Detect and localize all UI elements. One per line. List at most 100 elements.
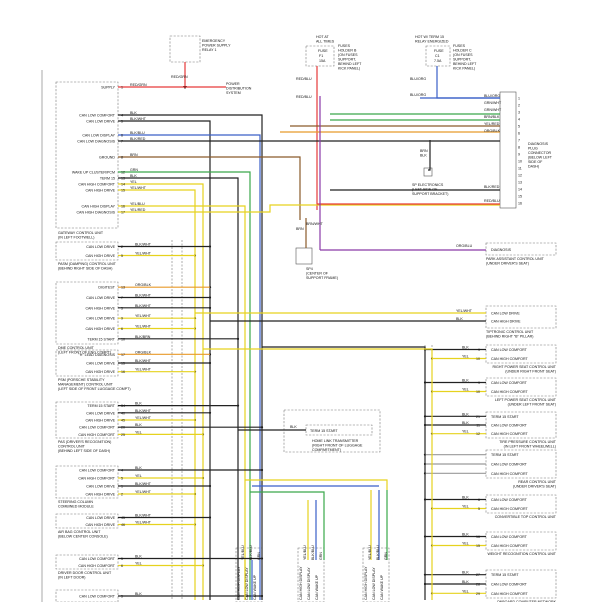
left-control-unit-box <box>55 465 119 499</box>
park-assistant-title: PARK ASSISTANT CONTROL UNIT <box>486 257 545 261</box>
diagnosis-pin-number: 16 <box>518 202 522 206</box>
left-unit-pin-label: CAN LOW COMFORT <box>79 469 116 473</box>
diagnosis-pin-number: 6 <box>518 132 520 136</box>
fuse-f1-box <box>305 45 335 67</box>
wake-up-wire <box>118 171 251 600</box>
right-unit-pin-number: 10 <box>476 390 480 394</box>
fuse-note: FUSES <box>453 44 466 48</box>
diagnosis-pin-number: 9 <box>518 153 520 157</box>
right-unit-pin-number: 6 <box>478 498 480 502</box>
left-unit-pin-number: 25 <box>121 433 125 437</box>
left-unit-wire-color: BLK/WHT <box>135 514 152 518</box>
right-unit-wire-color: YEL <box>462 355 469 359</box>
comfort-low-right-bus <box>262 346 426 600</box>
right-unit-pin-label: TERM 15 START <box>491 453 519 457</box>
right-unit-pin-number: 29 <box>476 592 480 596</box>
diagnosis-pin-number: 13 <box>518 181 522 185</box>
right-unit-pin-number: 21 <box>476 415 480 419</box>
bottom-pin-label: CAN WAKE UP <box>253 574 257 600</box>
right-unit-pin-number: 16 <box>476 535 480 539</box>
right-unit-title: (UNDER DRIVER'S SEAT) <box>513 485 556 489</box>
left-unit-pin-label: CAN LOW DRIVE <box>86 516 115 520</box>
right-unit-wire-color: BLK <box>462 346 469 350</box>
left-unit-wire-color: BLK/WHT <box>135 304 152 308</box>
tiptronic-pin-label: CAN LOW DRIVE <box>491 312 520 316</box>
left-unit-pin-number: 9 <box>121 317 123 321</box>
tiptronic-wire-color: YEL/WHT <box>456 309 473 313</box>
left-unit-pin-label: CAN HIGH DRIVE <box>85 419 115 423</box>
right-unit-wire-color: YEL <box>462 589 469 593</box>
sp4-label: SP4 <box>306 267 313 271</box>
left-unit-title: (IN LEFT DOOR) <box>58 576 86 580</box>
diagnosis-pin-number: 4 <box>518 118 520 122</box>
can-high-display-wire <box>118 205 246 600</box>
diagnosis-pin-number: 3 <box>518 111 520 115</box>
right-unit-wire-color: YEL <box>462 505 469 509</box>
right-unit-pin-label: CAN LOW COMFORT <box>491 498 528 502</box>
diagnosis-wire-color: GRN/WHT <box>484 101 502 105</box>
gateway-wire-color: BLK/RED <box>130 137 146 141</box>
right-unit-pin-number: 10 <box>476 357 480 361</box>
left-unit-title: (LEFT FRONT OF ENG COMPT) <box>58 351 111 355</box>
diagnosis-pin-number: 2 <box>518 104 520 108</box>
home-link-box <box>305 424 373 436</box>
right-control-unit-box <box>485 377 557 397</box>
diagnosis-pin-number: 12 <box>518 174 522 178</box>
gateway-pin-number: 16 <box>121 205 125 209</box>
left-unit-pin-number: 2 <box>121 493 123 497</box>
right-unit-title: WEIGHT RECOGNITION CONTROL UNIT <box>488 552 557 556</box>
wire-color-label: BLU/ORG <box>410 77 426 81</box>
left-unit-pin-label: CAN HIGH DRIVE <box>85 306 115 310</box>
right-unit-wire-color: BLK <box>462 412 469 416</box>
gateway-wire-color: BLK/BLU <box>130 131 145 135</box>
left-unit-title: PSM (PORSCHE STABILITY <box>58 378 105 382</box>
fuse-id: C1 <box>435 54 440 58</box>
ground-symbol <box>423 167 433 177</box>
diagnosis-connector-box <box>499 91 517 209</box>
wire-color-label: BLU/ORG <box>410 93 426 97</box>
sp4-wire-color: BRN <box>296 227 304 231</box>
gateway-wire-color: YEL/BLU <box>130 202 145 206</box>
gateway-wire-color: YEL/RED <box>130 208 146 212</box>
gateway-wire-color: BRN <box>130 153 138 157</box>
gateway-wire-color: BLK <box>130 111 137 115</box>
gateway-pin-label: CAN LOW DRIVE <box>86 120 115 124</box>
right-control-unit-box <box>485 531 557 551</box>
left-unit-title: AIR BAG CONTROL UNIT <box>58 530 101 534</box>
sp4-wire-color: BRN/WHT <box>306 222 324 226</box>
left-unit-pin-label: CAN LOW DRIVE <box>86 485 115 489</box>
left-control-unit-box <box>55 241 119 261</box>
diagnosis-wire-color: BLU/ORG <box>484 94 500 98</box>
left-unit-title: (BEHIND LEFT SIDE OF DASH) <box>58 449 110 453</box>
bottom-wire-color: BLK/BLU <box>376 545 380 560</box>
left-unit-pin-label: CAN HIGH DRIVE <box>85 493 115 497</box>
right-unit-title: (UNDER LEFT FRONT SEAT) <box>508 403 556 407</box>
bottom-pin-label: CAN HIGH DISPLAY <box>237 566 241 600</box>
diagnosis-wire-color: ORG/BLK <box>484 129 501 133</box>
left-unit-pin-number: 16 <box>121 370 125 374</box>
left-unit-pin-label: CAN HIGH DRIVE <box>85 523 115 527</box>
left-unit-pin-number: 4 <box>121 469 123 473</box>
fuse-hot-label: ALL TIMES <box>316 40 335 44</box>
fuse-rating: 7.5A <box>434 59 442 63</box>
wire-color-label: RED/BLU <box>296 95 312 99</box>
diagnosis-connector-title: CONNECTOR <box>528 151 551 155</box>
left-unit-pin-number: 6 <box>121 564 123 568</box>
left-unit-wire-color: YEL <box>135 474 142 478</box>
power-distribution-label: SYSTEM <box>226 91 241 95</box>
right-unit-pin-label: CAN LOW COMFORT <box>491 381 528 385</box>
left-unit-pin-number: 20 <box>121 426 125 430</box>
diagnosis-pin-number: 11 <box>518 167 522 171</box>
bottom-wire-color: YEL/BLU <box>368 545 372 560</box>
right-unit-pin-number: 9 <box>478 348 480 352</box>
right-unit-pin-number: 15 <box>476 544 480 548</box>
can-high-drive-wire <box>118 189 196 600</box>
right-unit-title: RIGHT POWER SEAT CONTROL UNIT <box>492 365 556 369</box>
gateway-pin-number: 7 <box>121 140 123 144</box>
right-unit-title: (IN LEFT FRONT WHEELWELL) <box>504 445 556 449</box>
right-unit-pin-label: CAN LOW COMFORT <box>491 535 528 539</box>
sp4-label: (CENTER OF <box>306 272 329 276</box>
fuse-hot-label: HOT AT <box>316 35 329 39</box>
gateway-pin-number: 8 <box>121 156 123 160</box>
tiptronic-box <box>485 305 557 329</box>
